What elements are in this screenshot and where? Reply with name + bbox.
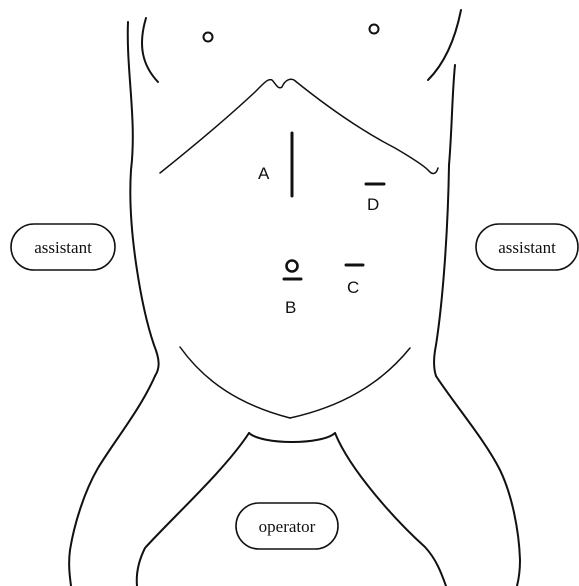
right-nipple [368,23,380,35]
operator-badge: operator [235,502,339,550]
right-inguinal-line [289,347,411,419]
assistant-right-label: assistant [498,238,556,257]
left-arm-outline [141,17,159,83]
incision-a-label: A [258,164,270,183]
left-nipple [202,31,214,43]
assistant-left-box [10,223,116,271]
assistant-right-badge: assistant [475,223,579,271]
right-leg-inner [334,432,447,586]
assistant-left-badge: assistant [10,223,116,271]
assistant-right-box [475,223,579,271]
operator-label: operator [259,517,316,536]
left-torso-side [126,21,160,377]
port-b-circle [285,259,299,273]
right-torso-side [433,64,456,377]
incision-d-label: D [367,195,379,214]
right-leg-outer [435,375,521,586]
body-outline [68,9,521,586]
assistant-left-label: assistant [34,238,92,257]
left-inguinal-line [179,346,291,419]
perineum-arc [248,432,336,443]
port-b-label: B [285,298,296,317]
incision-c-label: C [347,278,359,297]
left-leg-inner [135,432,250,586]
left-leg-outer [68,375,156,586]
right-arm-outline [427,9,462,81]
costal-margin [159,78,439,175]
operator-box [235,502,339,550]
